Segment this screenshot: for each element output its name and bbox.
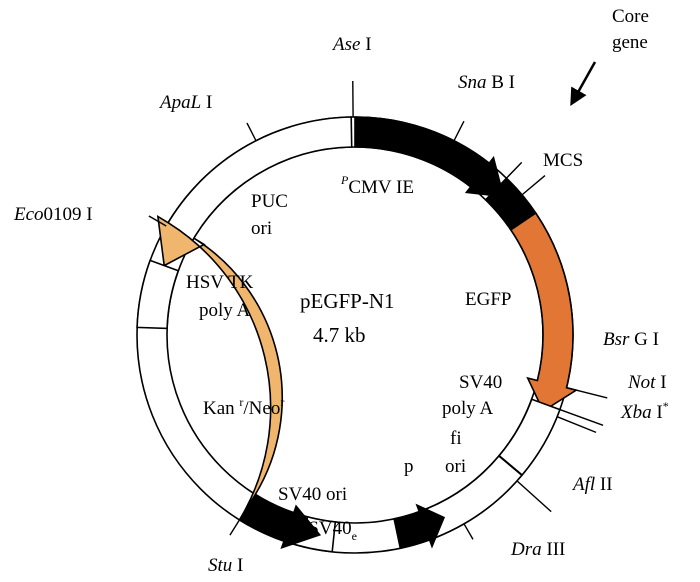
- plasmid-name: pEGFP-N1: [300, 289, 395, 313]
- label-sv40pa-2: poly A: [442, 398, 493, 419]
- label-hsv-1: HSV TK: [186, 272, 254, 293]
- site-sna: Sna B I: [458, 72, 515, 93]
- site-bsr: Bsr G I: [603, 329, 659, 350]
- site-eco: Eco0109 I: [13, 204, 93, 225]
- plasmid-size: 4.7 kb: [313, 323, 366, 347]
- segment-hsv-tk: [136, 259, 180, 330]
- tick-mcs-1: [505, 161, 523, 179]
- tick-stu: [229, 519, 241, 536]
- label-puc-1: PUC: [251, 191, 288, 212]
- tick-mcs-2: [521, 175, 546, 196]
- tick-eco: [148, 215, 167, 227]
- label-psv40: PSV40e: [300, 513, 357, 543]
- site-dra: Dra III: [510, 539, 565, 560]
- site-afl: Afl II: [571, 474, 613, 495]
- site-not: Not I: [627, 372, 667, 393]
- label-cmv: PCMV IE: [340, 173, 414, 198]
- label-puc-2: ori: [251, 218, 272, 239]
- site-mcs: MCS: [543, 150, 583, 171]
- core-gene-label-line1: Core: [612, 6, 649, 27]
- label-p: p: [404, 456, 414, 477]
- tick-xba: [556, 416, 597, 434]
- label-sv40pa-1: SV40: [459, 372, 502, 393]
- site-ticks: [148, 81, 608, 540]
- segment-psv40-arrow: [238, 493, 322, 549]
- region-divider: [498, 455, 523, 476]
- label-egfp: EGFP: [465, 289, 511, 310]
- tick-afl: [516, 480, 552, 513]
- tick-dra: [463, 523, 474, 540]
- label-f1-1: fi: [450, 428, 462, 449]
- label-kan: Kan r/Neor: [203, 395, 284, 419]
- site-ase: Ase I: [331, 34, 372, 55]
- site-stu: Stu I: [208, 555, 243, 576]
- segment-apal-puc: [161, 116, 353, 248]
- site-xba: Xba I*: [620, 399, 669, 423]
- feature-segments: [136, 116, 579, 553]
- segment-p-arrow: [393, 503, 446, 550]
- core-gene-label-line2: gene: [612, 32, 648, 53]
- tick-apal: [246, 122, 257, 142]
- tick-bsr: [566, 387, 608, 399]
- label-sv40-ori: SV40 ori: [278, 484, 347, 505]
- segment-egfp: [509, 211, 579, 413]
- segment-kan-neo: [156, 214, 284, 521]
- label-hsv-2: poly A: [199, 300, 250, 321]
- tick-not: [559, 408, 604, 426]
- label-f1-2: ori: [445, 456, 466, 477]
- site-apal: ApaL I: [158, 92, 212, 113]
- tick-sna: [453, 120, 465, 142]
- core-gene-arrow: [570, 61, 597, 107]
